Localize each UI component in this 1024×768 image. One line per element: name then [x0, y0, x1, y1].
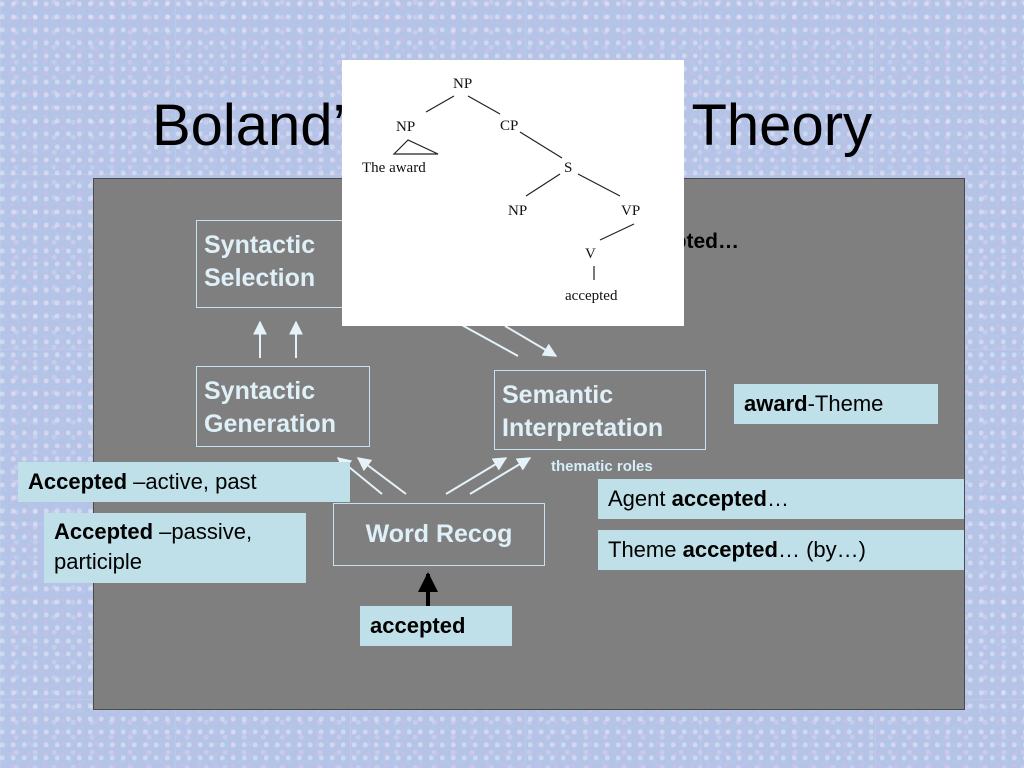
- word-recog-label: Word Recog: [365, 520, 513, 548]
- tree-node-np-left: NP: [396, 119, 415, 135]
- arrow-recog-to-sem-2: [469, 457, 532, 495]
- accepted-input-label: accepted: [360, 606, 512, 646]
- accepted-active-rest: –active, past: [127, 469, 257, 494]
- tree-node-cp: CP: [500, 118, 518, 134]
- tree-node-s: S: [564, 160, 572, 176]
- tree-edge-s-np: [525, 173, 561, 197]
- accepted-active-word: Accepted: [28, 469, 128, 494]
- agent-prefix: Agent: [608, 486, 672, 511]
- thematic-roles-label: thematic roles: [551, 458, 653, 475]
- syntactic-generation-line2: Generation: [204, 410, 336, 438]
- arrow-recog-to-gen-2: [356, 457, 407, 495]
- tree-edge-vp-v: [599, 223, 635, 241]
- tree-edge-cp-s: [519, 131, 563, 159]
- semantic-interpretation-line2: Interpretation: [502, 414, 664, 442]
- syntactic-generation-line1: Syntactic: [204, 377, 316, 405]
- tree-edge-s-vp: [577, 173, 621, 197]
- award-word: award: [744, 391, 808, 416]
- syntactic-selection-line2: Selection: [204, 264, 316, 292]
- accepted-passive-word: Accepted: [54, 519, 154, 544]
- word-recog-box: Word Recog: [333, 503, 545, 566]
- accepted-input-text: accepted: [370, 613, 466, 638]
- theme-suffix: -Theme: [807, 391, 884, 416]
- semantic-interpretation-line1: Semantic: [502, 381, 614, 409]
- syntax-tree: NP NP The award CP S NP VP V accepted: [342, 60, 684, 326]
- syntactic-generation-box: Syntactic Generation: [196, 366, 370, 447]
- arrow-recog-to-sem-1: [445, 457, 508, 495]
- agent-label: Agent accepted…: [598, 479, 964, 519]
- theme-suffix-text: … (by…): [777, 537, 866, 562]
- award-theme-label: award-Theme: [734, 384, 938, 424]
- tree-triangle: [392, 139, 439, 155]
- tree-edge-root-cp: [467, 95, 501, 115]
- tree-node-the-award: The award: [362, 160, 426, 176]
- tree-node-np-inner: NP: [508, 203, 527, 219]
- theme-accepted-word: accepted: [682, 537, 778, 562]
- syntactic-selection-line1: Syntactic: [204, 231, 316, 259]
- accepted-passive-rest: –passive,: [153, 519, 253, 544]
- arrow-to-semantic-1: [459, 323, 519, 357]
- accepted-passive-label: Accepted –passive, participle: [44, 513, 306, 583]
- syntactic-selection-box: Syntactic Selection: [196, 220, 346, 308]
- tree-node-accepted: accepted: [565, 288, 618, 304]
- tree-node-v: V: [585, 246, 596, 262]
- agent-suffix: …: [767, 486, 789, 511]
- theme-prefix: Theme: [608, 537, 683, 562]
- accepted-active-label: Accepted –active, past: [18, 462, 350, 502]
- tree-node-vp: VP: [621, 203, 640, 219]
- tree-edge-root-np: [425, 95, 455, 113]
- arrow-to-semantic-2: [504, 325, 558, 357]
- tree-node-np-root: NP: [453, 76, 472, 92]
- agent-accepted-word: accepted: [671, 486, 767, 511]
- semantic-interpretation-box: Semantic Interpretation: [494, 370, 706, 450]
- theme-label: Theme accepted… (by…): [598, 530, 964, 570]
- accepted-passive-line2: participle: [54, 549, 143, 574]
